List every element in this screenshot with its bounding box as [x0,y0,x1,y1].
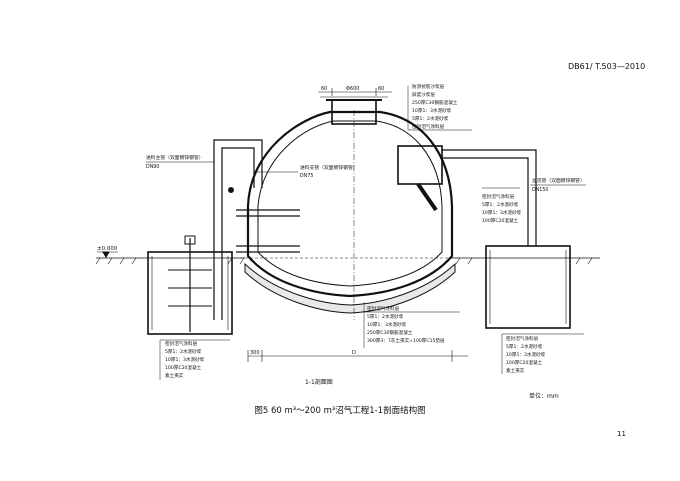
svg-text:密封沼气涂料层: 密封沼气涂料层 [367,305,400,312]
svg-text:素土夷实: 素土夷实 [506,367,525,374]
top-layer-callout: 防渗抗裂沙浆层 屏度沙浆层 250厚C30钢筋混凝土 10厚1：3水泥砂浆 5厚… [412,83,458,130]
svg-text:5厚1：2水泥砂浆: 5厚1：2水泥砂浆 [506,343,543,350]
valve-icon [228,187,234,193]
svg-text:屏度沙浆层: 屏度沙浆层 [412,91,435,98]
overflow-box [397,145,443,185]
outlet-layer-callout: 密封沼气涂料层 5厚1：2水泥砂浆 10厚1：3水泥砂浆 100厚C20混凝土 [482,193,522,224]
inlet-tank-callout: 密封沼气涂料层 5厚1：2水泥砂浆 10厚1：3水泥砂浆 100厚C20混凝土 … [165,340,205,379]
dim-top-left: 60 [321,86,327,92]
svg-text:250厚C30钢筋混凝土: 250厚C30钢筋混凝土 [367,329,413,336]
leader-lines [146,86,586,380]
svg-text:100厚C20混凝土: 100厚C20混凝土 [506,359,543,366]
outlet-tank [485,245,571,329]
digester-inner-wall [257,120,443,287]
inlet-branch-label: 进料支管（双面镀锌钢管） [300,164,358,171]
dim-bottom-center: D [352,350,356,356]
elevation-label: ±0.000 [97,246,118,252]
dim-top-right: 60 [378,86,384,92]
overflow-size: DN150 [532,187,548,193]
svg-text:密封沼气涂料层: 密封沼气涂料层 [506,335,539,342]
svg-text:100厚C20混凝土: 100厚C20混凝土 [482,217,519,224]
figure-title: 图5 60 m³～200 m³沼气工程1-1剖面结构图 [254,406,426,416]
section-title: 1-1剖面图 [305,379,333,386]
inlet-main-size: DN90 [146,164,159,170]
svg-text:密封沼气涂料层: 密封沼气涂料层 [482,193,515,200]
svg-text:250厚C30钢筋混凝土: 250厚C30钢筋混凝土 [412,99,458,106]
svg-text:300厚3：7灰土夷实+100厚C15垫层: 300厚3：7灰土夷实+100厚C15垫层 [367,337,445,344]
bottom-layer-callout: 密封沼气涂料层 5厚1：2水泥砂浆 10厚1：3水泥砂浆 250厚C30钢筋混凝… [367,305,445,344]
svg-text:10厚1：3水泥砂浆: 10厚1：3水泥砂浆 [367,321,407,328]
svg-text:5厚1：2水泥砂浆: 5厚1：2水泥砂浆 [482,201,519,208]
svg-text:素土夷实: 素土夷实 [165,372,184,379]
outlet-tank-bottom-callout: 密封沼气涂料层 5厚1：2水泥砂浆 10厚1：3水泥砂浆 100厚C20混凝土 … [506,335,546,374]
unit-label: 单位：mm [529,393,559,400]
elevation-marker [102,251,110,258]
outlet-slant-pipe [416,182,438,212]
svg-text:防渗抗裂沙浆层: 防渗抗裂沙浆层 [412,83,445,90]
svg-text:5厚1：2水泥砂浆: 5厚1：2水泥砂浆 [367,313,404,320]
svg-text:10厚1：3水泥砂浆: 10厚1：3水泥砂浆 [165,356,205,363]
inlet-main-pipe [213,139,263,320]
page-number: 11 [617,430,626,438]
overflow-label: 溢流管（双面镀锌钢管） [532,177,585,184]
svg-text:5厚1：2水泥砂浆: 5厚1：2水泥砂浆 [165,348,202,355]
svg-text:100厚C20混凝土: 100厚C20混凝土 [165,364,202,371]
svg-text:密封沼气涂料层: 密封沼气涂料层 [412,123,445,130]
dim-top-center: Φ600 [346,86,359,92]
bottom-slab [244,262,456,314]
svg-text:10厚1：3水泥砂浆: 10厚1：3水泥砂浆 [482,209,522,216]
inlet-branch-size: DN75 [300,173,313,179]
svg-text:5厚1：2水泥砂浆: 5厚1：2水泥砂浆 [412,115,449,122]
svg-text:密封沼气涂料层: 密封沼气涂料层 [165,340,198,347]
dim-bottom-left: 300 [250,350,260,356]
inlet-main-label: 进料主管（双面镀锌钢管） [146,154,204,161]
overflow-pipe [442,149,537,246]
standard-code: DB61/ T.503—2010 [568,62,646,71]
svg-text:10厚1：3水泥砂浆: 10厚1：3水泥砂浆 [412,107,452,114]
svg-text:10厚1：3水泥砂浆: 10厚1：3水泥砂浆 [506,351,546,358]
ground-hatch [95,257,593,265]
digester-outer-wall [246,110,454,298]
